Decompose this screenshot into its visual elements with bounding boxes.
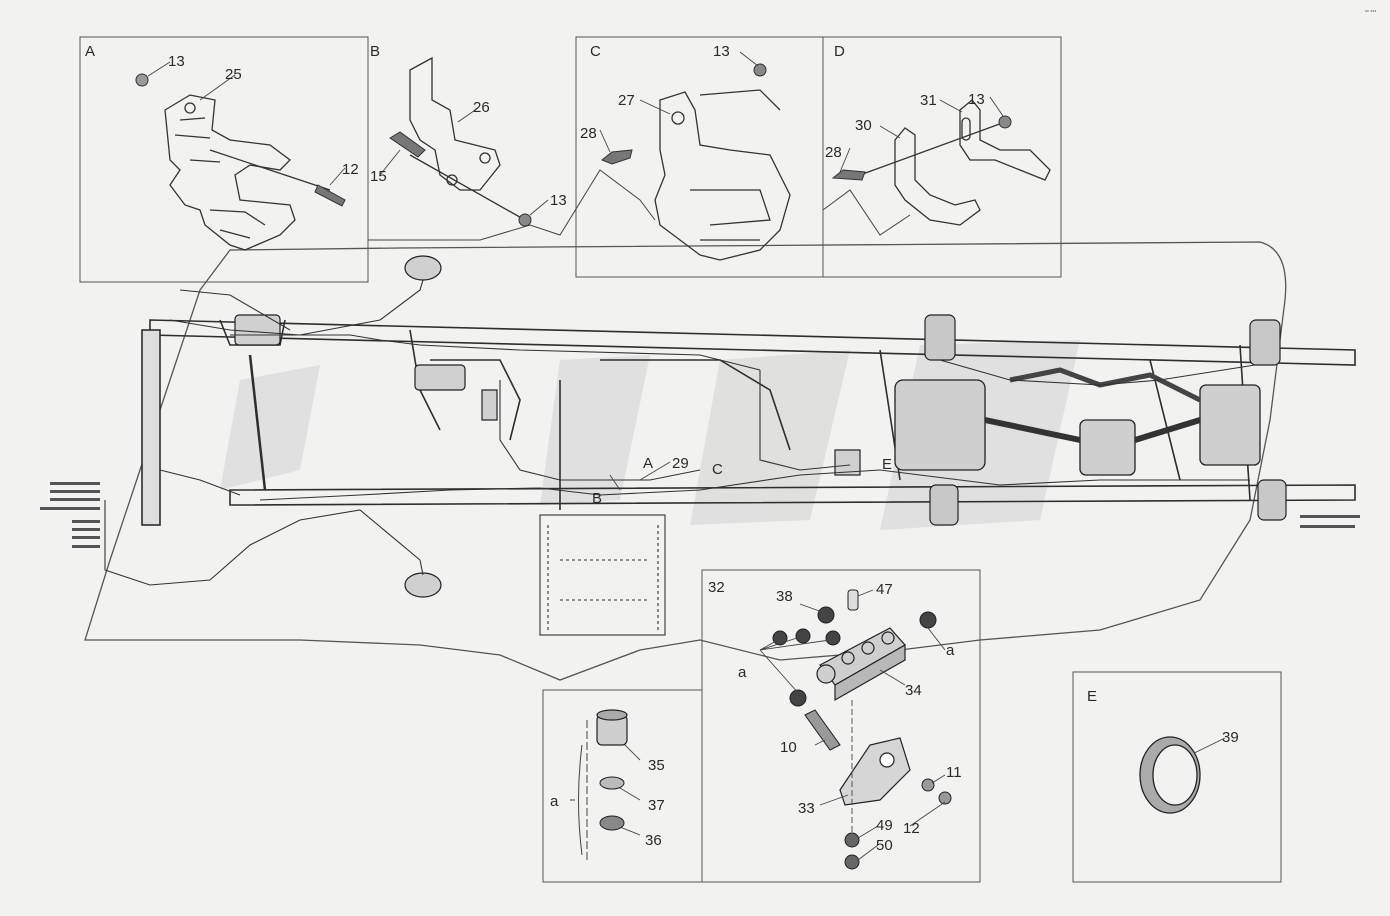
callout-29: 29 (672, 455, 689, 472)
main-label-a: A (643, 455, 653, 472)
brake-chambers (924, 314, 1287, 526)
callout-13: 13 (968, 91, 985, 108)
bracket-26-drawing (409, 56, 526, 221)
callout-28: 28 (580, 125, 597, 142)
leader-b (368, 169, 656, 241)
callout-36: 36 (645, 832, 662, 849)
callout-27: 27 (618, 92, 635, 109)
seal-36 (599, 815, 625, 831)
bolt-47 (847, 589, 859, 611)
callout-10: 10 (780, 739, 797, 756)
callout-12: 12 (342, 161, 359, 178)
seal-ring-39 (1139, 736, 1201, 814)
view-e-title: E (1087, 688, 1097, 705)
brake-piping (104, 279, 1256, 586)
view-d-frame (822, 36, 1062, 278)
main-label-c: C (712, 461, 723, 478)
callout-31: 31 (920, 92, 937, 109)
bolt-10 (804, 709, 841, 751)
callout-37: 37 (648, 797, 665, 814)
bolt-15-b (389, 131, 426, 158)
view-a-detail-frame (542, 689, 703, 883)
callout-30: 30 (855, 117, 872, 134)
view-32-frame (701, 569, 981, 883)
callout-35: 35 (648, 757, 665, 774)
callout-a-right: a (946, 642, 955, 659)
nut-13-c (753, 63, 767, 77)
view-d-title: D (834, 43, 845, 60)
view-a-title: A (85, 43, 95, 60)
callout-26: 26 (473, 99, 490, 116)
bolt-12-a (314, 184, 346, 207)
washer-49-nut-50 (844, 832, 860, 870)
view-a-brace (570, 744, 583, 856)
callout-13: 13 (168, 53, 185, 70)
callout-25: 25 (225, 66, 242, 83)
leader-d (822, 189, 911, 236)
callout-15: 15 (370, 168, 387, 185)
grommet-35 (596, 709, 628, 746)
bracket-27-drawing (654, 89, 791, 261)
view-32-title: 32 (708, 579, 725, 596)
nut-13-d (998, 115, 1012, 129)
callout-47: 47 (876, 581, 893, 598)
callout-38: 38 (776, 588, 793, 605)
callout-leaders (147, 51, 1226, 836)
fuel-tank (539, 514, 666, 636)
callout-11: 11 (946, 764, 962, 781)
bracket-33 (839, 737, 911, 806)
callout-49: 49 (876, 817, 893, 834)
side-tags (40, 482, 1360, 548)
washer-11-nut-12 (921, 778, 952, 805)
rear-axle-assemblies (894, 367, 1261, 476)
callout-13: 13 (550, 192, 567, 209)
callout-a-left: a (738, 664, 747, 681)
main-label-e: E (882, 456, 892, 473)
callout-50: 50 (876, 837, 893, 854)
main-label-b: B (592, 490, 602, 507)
bolt-28-d (831, 169, 866, 181)
corner-mark: °° °°° (1365, 10, 1376, 16)
callout-34: 34 (905, 682, 922, 699)
callout-12: 12 (903, 820, 920, 837)
connector-block-34 (816, 627, 906, 702)
air-components (234, 255, 861, 598)
callout-13: 13 (713, 43, 730, 60)
view-b-title: B (370, 43, 380, 60)
view-32-leaders (759, 589, 946, 861)
nut-13-b (518, 213, 532, 227)
bolt-28-c (601, 149, 633, 165)
callout-28: 28 (825, 144, 842, 161)
ring-37 (599, 776, 625, 790)
view-a-detail-title: a (550, 793, 559, 810)
clamp-30-31-drawing (859, 99, 1051, 226)
view-e-frame (1072, 671, 1282, 883)
callout-39: 39 (1222, 729, 1239, 746)
view-a-frame (79, 36, 369, 283)
callout-33: 33 (798, 800, 815, 817)
assembly-outline (84, 241, 1287, 681)
nut-13-a (135, 73, 149, 87)
view-c-title: C (590, 43, 601, 60)
bracket-25-drawing (164, 94, 331, 251)
